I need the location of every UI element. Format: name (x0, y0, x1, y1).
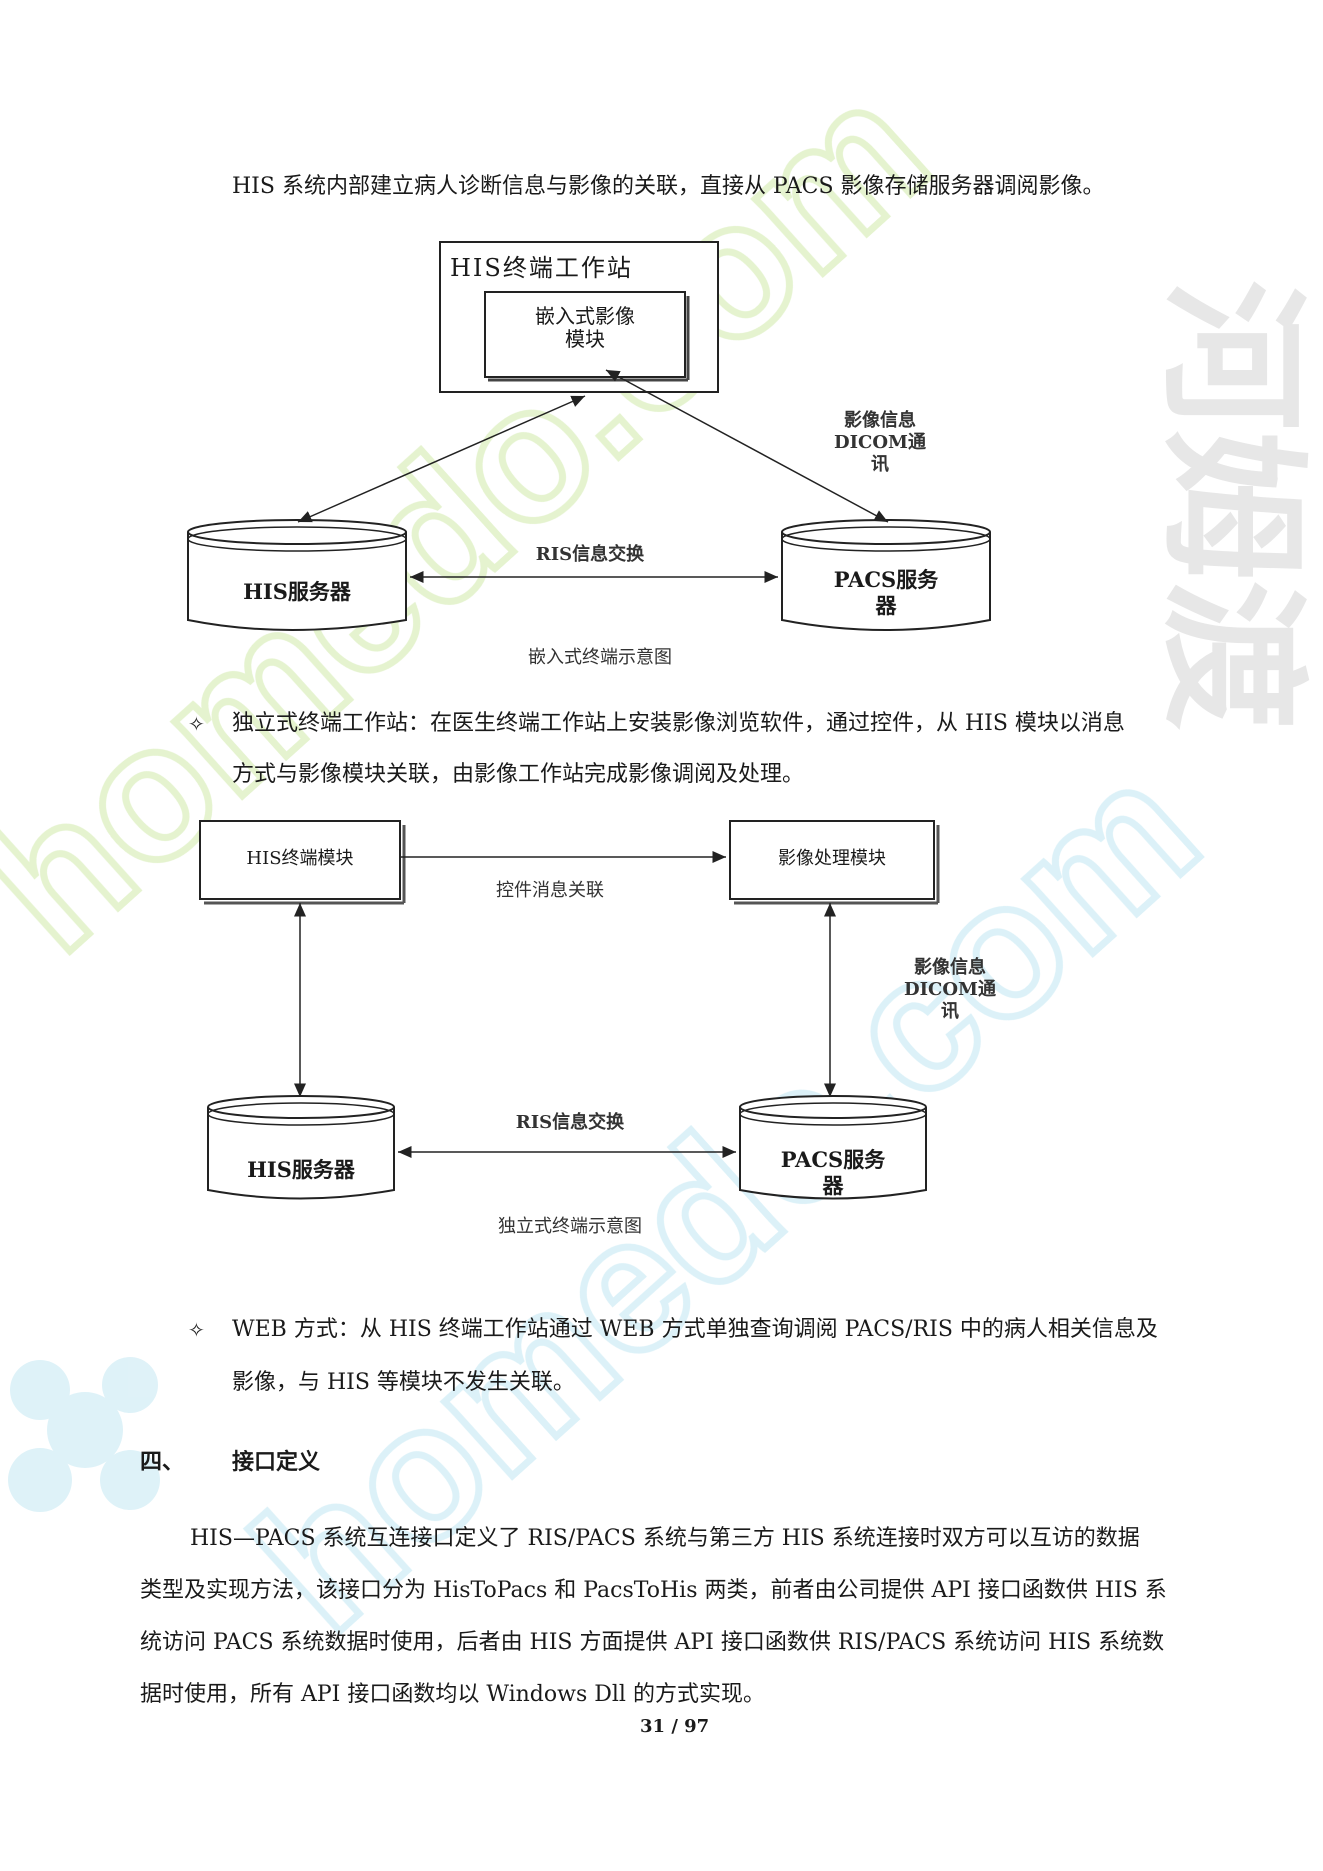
his-module-box (199, 820, 401, 900)
arrow-workstation-his (297, 395, 586, 523)
pacs-server-label-1: PACS服务 (780, 1147, 886, 1172)
pacs-server-label-2: 器 (875, 593, 897, 618)
diagram2-caption: 独立式终端示意图 (498, 1216, 642, 1237)
his-server-cylinder (207, 1095, 395, 1200)
image-info-label-2: DICOM通 (904, 979, 996, 1000)
workstation-label: HIS终端工作站 (450, 254, 633, 282)
web-bullet-line-1: WEB 方式：从 HIS 终端工作站通过 WEB 方式单独查询调阅 PACS/R… (232, 1317, 1158, 1342)
control-msg-label: 控件消息关联 (496, 880, 604, 901)
standalone-bullet-line-2: 方式与影像模块关联，由影像工作站完成影像调阅及处理。 (232, 762, 805, 787)
image-info-label-2: DICOM通 (834, 432, 926, 453)
image-module-label: 影像处理模块 (778, 848, 886, 869)
his-server-label: HIS服务器 (243, 579, 351, 604)
intro-line: HIS 系统内部建立病人诊断信息与影像的关联，直接从 PACS 影像存储服务器调… (232, 174, 1105, 199)
standalone-terminal-diagram (199, 820, 940, 1200)
pacs-server-cylinder (739, 1095, 927, 1200)
ris-exchange-label: RIS信息交换 (535, 544, 645, 565)
paragraph-line-2: 类型及实现方法，该接口分为 HisToPacs 和 PacsToHis 两类，前… (140, 1578, 1167, 1603)
ris-exchange-label: RIS信息交换 (515, 1112, 625, 1133)
web-bullet-line-2: 影像，与 HIS 等模块不发生关联。 (232, 1370, 575, 1395)
embedded-module-box (484, 291, 686, 378)
embedded-terminal-diagram (187, 241, 991, 631)
bullet-icon: ✧ (188, 712, 205, 736)
bullet-icon: ✧ (188, 1318, 205, 1342)
section-number: 四、 (140, 1449, 185, 1475)
page-number: 31 / 97 (640, 1716, 710, 1737)
section-title: 接口定义 (232, 1449, 321, 1475)
image-module-box (729, 820, 935, 900)
arrow-workstation-pacs (605, 369, 889, 523)
his-server-label: HIS服务器 (247, 1157, 355, 1182)
his-server-cylinder (187, 519, 407, 631)
diagram1-caption: 嵌入式终端示意图 (528, 647, 672, 668)
pacs-server-label-1: PACS服务 (833, 567, 939, 592)
watermark-flower-icon (8, 1357, 160, 1512)
embedded-module-label-1: 嵌入式影像 (535, 304, 635, 328)
image-info-label-1: 影像信息 (914, 957, 986, 978)
pacs-server-label-2: 器 (822, 1173, 844, 1198)
embedded-module-label-2: 模块 (565, 327, 605, 351)
paragraph-line-4: 据时使用，所有 API 接口函数均以 Windows Dll 的方式实现。 (140, 1682, 765, 1707)
pacs-server-cylinder (781, 519, 991, 631)
image-info-label-3: 讯 (941, 1001, 959, 1022)
paragraph-line-3: 统访问 PACS 系统数据时使用，后者由 HIS 方面提供 API 接口函数供 … (140, 1630, 1165, 1655)
his-module-label: HIS终端模块 (246, 848, 354, 869)
paragraph-line-1: HIS—PACS 系统互连接口定义了 RIS/PACS 系统与第三方 HIS 系… (190, 1526, 1140, 1551)
image-info-label-1: 影像信息 (844, 410, 916, 431)
standalone-bullet-line-1: 独立式终端工作站：在医生终端工作站上安装影像浏览软件，通过控件，从 HIS 模块… (232, 711, 1125, 736)
image-info-label-3: 讯 (871, 454, 889, 475)
